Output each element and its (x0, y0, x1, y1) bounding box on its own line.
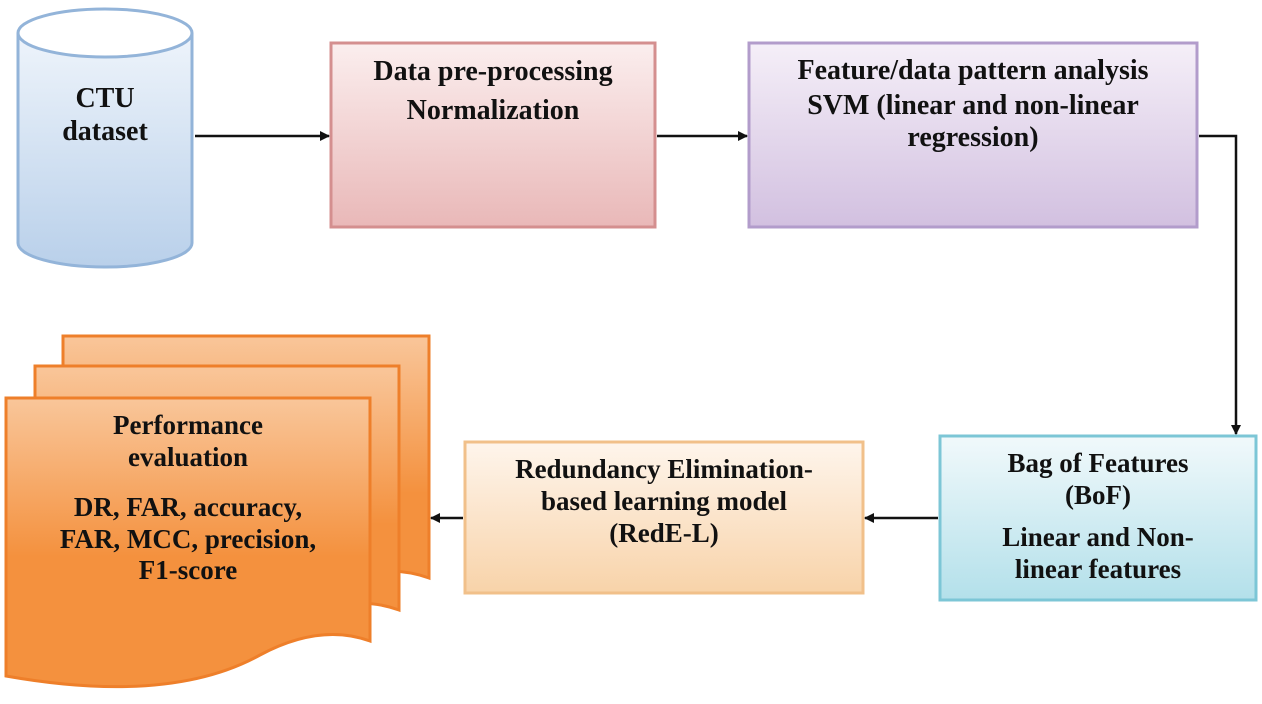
redundancy-model-box (463, 440, 865, 595)
ctu-dataset-line-2: dataset (62, 116, 148, 148)
redundancy-model-label: Redundancy Elimination- based learning m… (465, 454, 863, 550)
pattern-analysis-line-1: Feature/data pattern analysis (797, 55, 1149, 86)
performance-document-stack (4, 334, 431, 689)
bof-body-line-1: Linear and Non- (1002, 521, 1194, 552)
bof-title-line-1: Bag of Features (1007, 448, 1189, 478)
bof-body-line-2: linear features (1014, 553, 1182, 584)
performance-label: Performance evaluation DR, FAR, accuracy… (6, 410, 370, 587)
performance-body-line-3: F1-score (138, 555, 238, 586)
bag-of-features-label: Bag of Features (BoF) Linear and Non- li… (940, 448, 1256, 585)
bag-of-features-box (938, 434, 1258, 602)
preprocessing-label: Data pre-processing Normalization (331, 55, 655, 127)
ctu-dataset-label: CTU dataset (18, 82, 192, 148)
preprocessing-line-1: Data pre-processing (373, 56, 613, 87)
performance-body-line-1: DR, FAR, accuracy, (73, 491, 303, 522)
pattern-analysis-line-3: regression) (907, 121, 1039, 153)
redundancy-line-1: Redundancy Elimination- (515, 454, 813, 484)
performance-body-line-2: FAR, MCC, precision, (59, 523, 317, 554)
redundancy-line-3: (RedE-L) (609, 517, 719, 548)
pattern-analysis-label: Feature/data pattern analysis SVM (linea… (749, 55, 1197, 153)
arrow-analysis-to-bof (1199, 134, 1241, 435)
ctu-dataset-line-1: CTU (75, 83, 135, 114)
ctu-dataset-cylinder (16, 7, 194, 269)
bof-title-line-2: (BoF) (1065, 479, 1131, 510)
preprocessing-box (329, 41, 657, 229)
pattern-analysis-box (747, 41, 1199, 229)
preprocessing-line-2: Normalization (406, 95, 580, 127)
redundancy-line-2: based learning model (540, 485, 788, 516)
performance-title-line-2: evaluation (127, 441, 248, 472)
flow-arrows (195, 131, 1241, 523)
pattern-analysis-line-2: SVM (linear and non-linear (807, 90, 1139, 122)
performance-title-line-1: Performance (113, 410, 263, 440)
